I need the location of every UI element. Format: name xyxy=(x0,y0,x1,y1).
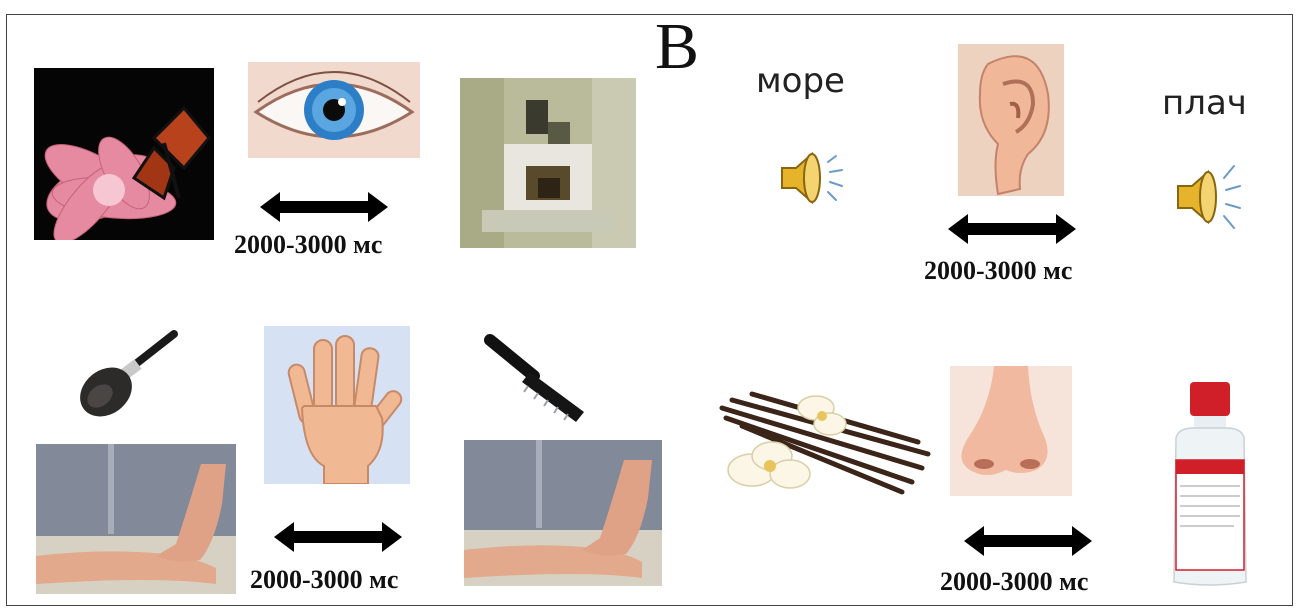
double-headed-arrow-icon xyxy=(946,212,1078,246)
word-stimulus-left: море xyxy=(756,64,845,98)
isopropanol-bottle-image xyxy=(1164,368,1256,590)
speaker-sound-icon xyxy=(1174,160,1248,234)
vanilla-image xyxy=(712,378,934,506)
pixelated-image xyxy=(460,78,636,248)
double-headed-arrow-icon xyxy=(258,190,390,224)
eye-image xyxy=(248,62,420,158)
makeup-brush-image xyxy=(70,328,182,426)
timing-label: 2000-3000 мс xyxy=(924,256,1072,286)
wire-brush-image xyxy=(484,330,594,422)
double-headed-arrow-icon xyxy=(272,520,404,554)
panel-label: B xyxy=(655,14,699,80)
timing-label: 2000-3000 мс xyxy=(940,567,1088,597)
nose-image xyxy=(950,366,1072,496)
stroking-hand-photo xyxy=(464,440,662,586)
stroking-hand-photo xyxy=(36,444,236,594)
timing-label: 2000-3000 мс xyxy=(234,230,382,260)
word-stimulus-right: плач xyxy=(1162,86,1247,120)
hand-image xyxy=(264,326,410,484)
ear-image xyxy=(958,44,1064,196)
timing-label: 2000-3000 мс xyxy=(250,565,398,595)
flower-butterfly-image xyxy=(34,68,214,240)
double-headed-arrow-icon xyxy=(962,524,1094,558)
speaker-sound-icon xyxy=(778,148,852,208)
